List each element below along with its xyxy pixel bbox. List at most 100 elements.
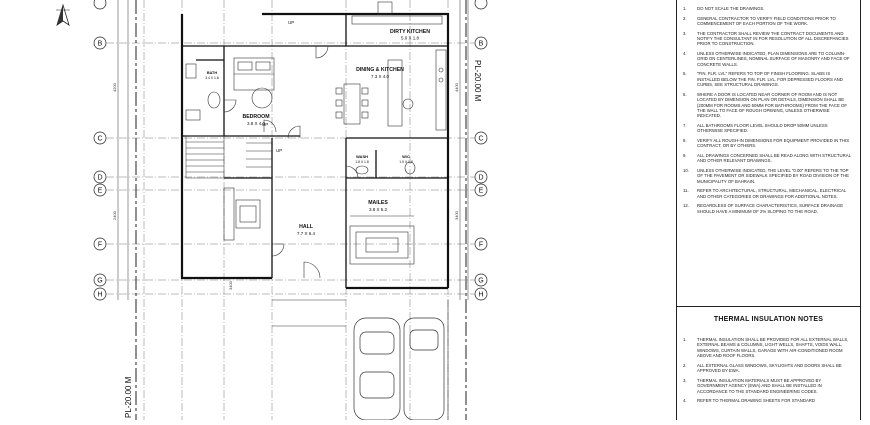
note-text: ALL BATHROOMS FLOOR LEVEL SHOULD DROP 50… <box>697 123 828 134</box>
note-number: 4. <box>683 51 687 56</box>
note-text: WHERE A DOOR IS LOCATED NEAR CORNER OF R… <box>697 91 848 119</box>
note-item: 4. UNLESS OTHERWISE INDICATED, PLAN DIMEN… <box>683 51 851 67</box>
note-number: 11. <box>683 188 689 194</box>
note-item: 3. THE CONTRACTOR SHALL REVIEW THE CONTRA… <box>683 31 851 47</box>
room-name-bedroom: BEDROOM <box>242 114 269 120</box>
bath-fixtures <box>185 63 221 121</box>
note-text: UNLESS OTHERWISE INDICATED, THE LEVEL "0… <box>697 168 849 184</box>
room-dims-wc: 1.5 X 1.8 <box>399 160 413 164</box>
gate-lines <box>272 299 449 420</box>
note-text: UNLESS OTHERWISE INDICATED, PLAN DIMENSI… <box>697 51 850 67</box>
room-name-wash: WASH <box>356 154 368 159</box>
grid-bubbles-right: B C D E F G H <box>474 0 488 301</box>
note-item: 2. ALL EXTERNAL GLASS WINDOWS, SKYLIGHTS … <box>683 363 851 374</box>
note-number: 12. <box>683 203 689 209</box>
room-name-mailes: MAILES <box>368 200 388 206</box>
thermal-notes-list: 1. THERMAL INSULATION SHALL BE PROVIDED F… <box>683 337 851 408</box>
note-number: 5. <box>683 71 687 77</box>
note-number: 1. <box>683 337 687 342</box>
dimension-strings <box>117 0 469 300</box>
kitchen-counter-icon <box>351 1 447 131</box>
svg-text:G: G <box>478 278 483 285</box>
note-item: 6. WHERE A DOOR IS LOCATED NEAR CORNER OF… <box>683 92 851 119</box>
room-name-hall: HALL <box>299 224 314 230</box>
note-item: 10. UNLESS OTHERWISE INDICATED, THE LEVEL… <box>683 168 851 184</box>
note-item: 2. GENERAL CONTRACTOR TO VERIFY FIELD CON… <box>683 16 851 27</box>
note-item: 9. ALL DRAWINGS CONCERNED SHALL BE READ A… <box>683 153 851 164</box>
dining-table-icon <box>335 83 369 125</box>
room-dims-wash: 1.8 X 1.8 <box>355 160 369 164</box>
dim-bottom: 3400 <box>228 280 233 290</box>
svg-text:F: F <box>98 242 102 249</box>
note-text: REGARDLESS OF SURFACE CHARACTERISTICS, S… <box>697 203 844 214</box>
majlis-seating-icon <box>349 215 415 265</box>
note-text: "FIN. FLR. LVL" REFERS TO TOP OF FINISH … <box>697 71 843 88</box>
svg-text:E: E <box>98 188 103 195</box>
svg-text:D: D <box>97 175 102 182</box>
note-text: REFER TO THERMAL DRAWING SHEETS FOR STAN… <box>697 398 816 404</box>
car-icon <box>353 317 445 421</box>
staircase <box>185 135 272 179</box>
note-item: 12. REGARDLESS OF SURFACE CHARACTERISTICS… <box>683 203 851 214</box>
wc-fixtures <box>355 161 416 175</box>
hall-sofa-icon <box>223 187 261 241</box>
note-text: ALL DRAWINGS CONCERNED SHALL BE READ ALO… <box>697 153 851 164</box>
note-text: VERIFY ALL ROUGH-IN DIMENSIONS FOR EQUIP… <box>697 138 850 149</box>
thermal-insulation-panel: THERMAL INSULATION NOTES 1. THERMAL INSUL… <box>676 306 861 420</box>
note-number: 2. <box>683 15 687 21</box>
note-number: 3. <box>683 30 687 36</box>
note-item: 1. DO NOT SCALE THE DRAWINGS. <box>683 6 851 11</box>
svg-text:C: C <box>97 136 102 143</box>
grid-bubbles-left: B C D E F G H <box>93 0 107 301</box>
room-dims-mailes: 3.8 X 5.2 <box>369 207 388 212</box>
note-number: 9. <box>683 153 687 159</box>
note-text: THE CONTRACTOR SHALL REVIEW THE CONTRACT… <box>697 30 849 47</box>
room-name-wc: W/C <box>402 154 410 159</box>
dim-right-1: 4400 <box>454 82 459 92</box>
svg-text:C: C <box>478 136 483 143</box>
note-text: THERMAL INSULATION SHALL BE PROVIDED FOR… <box>697 337 849 359</box>
note-number: 4. <box>683 398 687 404</box>
svg-text:B: B <box>98 41 103 48</box>
svg-text:F: F <box>479 242 483 249</box>
room-dims-dining-kitchen: 7.3 X 4.0 <box>371 74 390 79</box>
note-text: REFER TO ARCHITECTURAL, STRUCTURAL, MECH… <box>697 188 847 199</box>
note-item: 1. THERMAL INSULATION SHALL BE PROVIDED F… <box>683 337 851 359</box>
note-number: 6. <box>683 91 687 97</box>
note-number: 7. <box>683 123 687 129</box>
stair-up-label-3: UP <box>276 148 282 153</box>
svg-text:H: H <box>478 292 483 299</box>
svg-text:E: E <box>479 188 484 195</box>
general-notes-panel: 1. DO NOT SCALE THE DRAWINGS. 2. GENERAL CO… <box>676 0 861 420</box>
note-item: 3.THERMAL INSULATION MATERIALS MUST BE A… <box>683 378 851 394</box>
interior-walls <box>182 14 448 288</box>
room-name-bath: BATH <box>207 71 218 75</box>
note-text: DO NOT SCALE THE DRAWINGS. <box>697 6 765 11</box>
note-item: 7. ALL BATHROOMS FLOOR LEVEL SHOULD DROP … <box>683 123 851 134</box>
svg-text:G: G <box>97 278 102 285</box>
dim-left-1: 4200 <box>112 82 117 92</box>
note-item: 11. REFER TO ARCHITECTURAL, STRUCTURAL, M… <box>683 188 851 199</box>
svg-text:H: H <box>97 292 102 299</box>
note-item: 5. "FIN. FLR. LVL" REFERS TO TOP OF FINIS… <box>683 71 851 87</box>
note-number: 10. <box>683 168 689 174</box>
room-dims-hall: 7.7 X 6.4 <box>297 231 316 236</box>
door-swings <box>223 45 359 279</box>
note-text: ALL EXTERNAL GLASS WINDOWS, SKYLIGHTS AN… <box>697 362 842 374</box>
dim-left-2: 2400 <box>112 210 117 220</box>
room-dims-bath: 3.4 X 1.8 <box>205 76 219 80</box>
note-item: 8. VERIFY ALL ROUGH-IN DIMENSIONS FOR EQU… <box>683 138 851 149</box>
thermal-notes-title: THERMAL INSULATION NOTES <box>713 316 824 323</box>
room-name-dining-kitchen: DINING & KITCHEN <box>356 67 404 73</box>
note-number: 3. <box>683 377 687 383</box>
room-name-dirty-kitchen: DIRTY KITCHEN <box>390 29 430 35</box>
note-number: 1. <box>683 6 687 11</box>
note-text: GENERAL CONTRACTOR TO VERIFY FIELD CONDI… <box>697 15 836 26</box>
note-number: 2. <box>683 362 687 368</box>
dim-right-2: 3400 <box>454 210 459 220</box>
plot-limit-right: PL-20.00 M <box>473 60 482 102</box>
plot-boundary <box>135 0 467 420</box>
note-number: 8. <box>683 138 687 144</box>
